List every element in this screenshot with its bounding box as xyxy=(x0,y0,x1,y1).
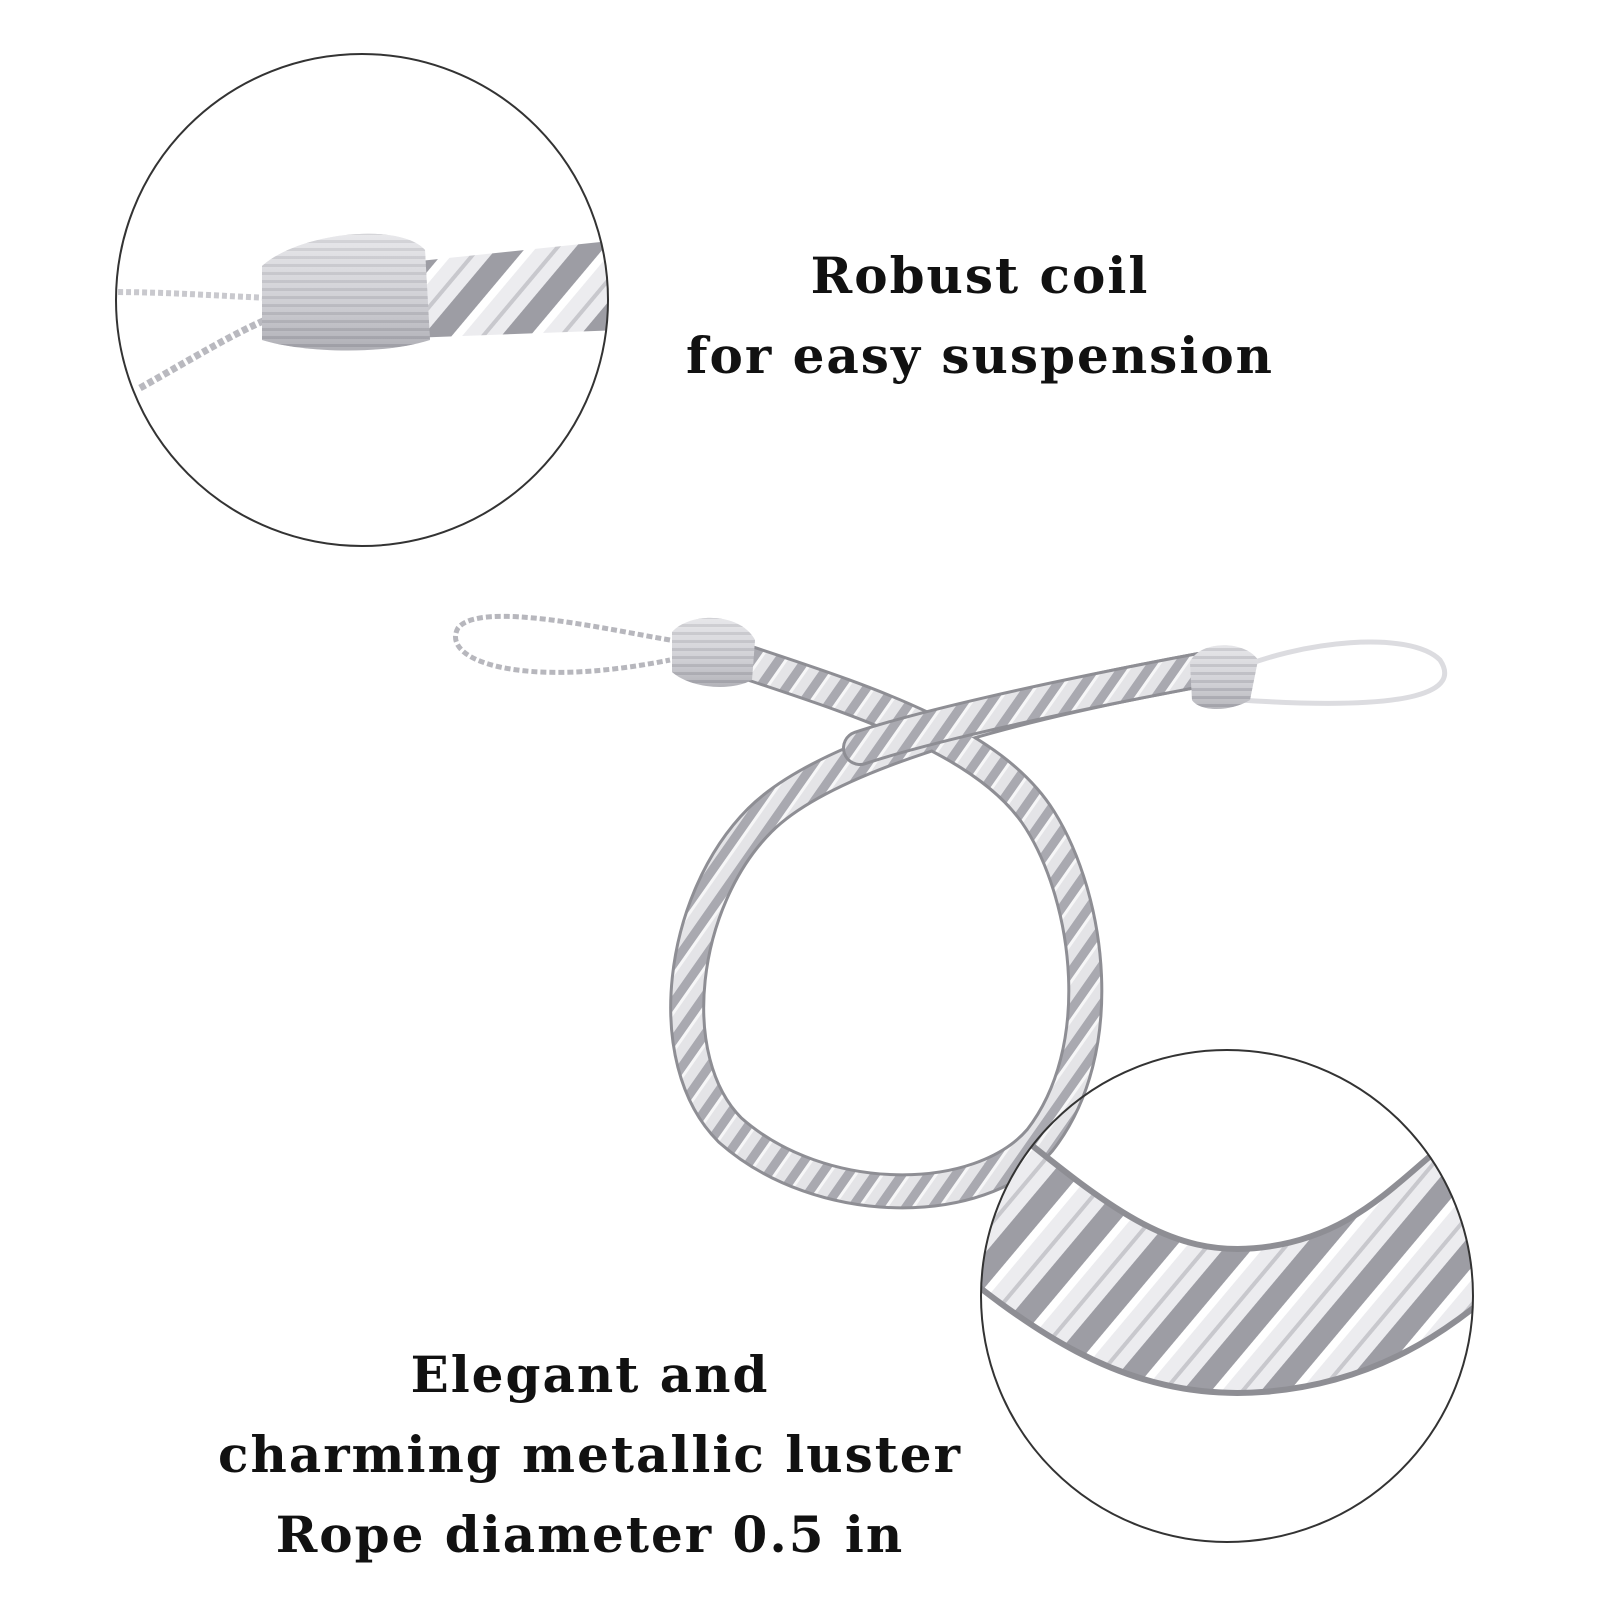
right-thin-loop xyxy=(1228,639,1448,706)
caption-robust-coil: Robust coil for easy suspension xyxy=(660,236,1300,396)
rope-segment xyxy=(410,240,608,338)
caption-bottom-line-1: Elegant and xyxy=(410,1345,770,1404)
detail-circle-endcap xyxy=(115,53,609,547)
detail-circle-rope-texture xyxy=(980,1049,1474,1543)
caption-top-line-2: for easy suspension xyxy=(685,326,1275,385)
caption-bottom-line-2: charming metallic luster xyxy=(218,1425,962,1484)
thin-cord-lower xyxy=(138,314,272,392)
left-thin-loop xyxy=(453,613,671,675)
caption-bottom-line-3: Rope diameter 0.5 in xyxy=(275,1505,905,1564)
caption-top-line-1: Robust coil xyxy=(810,246,1150,305)
caption-metallic-luster: Elegant and charming metallic luster Rop… xyxy=(170,1335,1010,1575)
thin-cord-upper xyxy=(116,289,271,301)
main-product-rope xyxy=(453,613,1448,1210)
